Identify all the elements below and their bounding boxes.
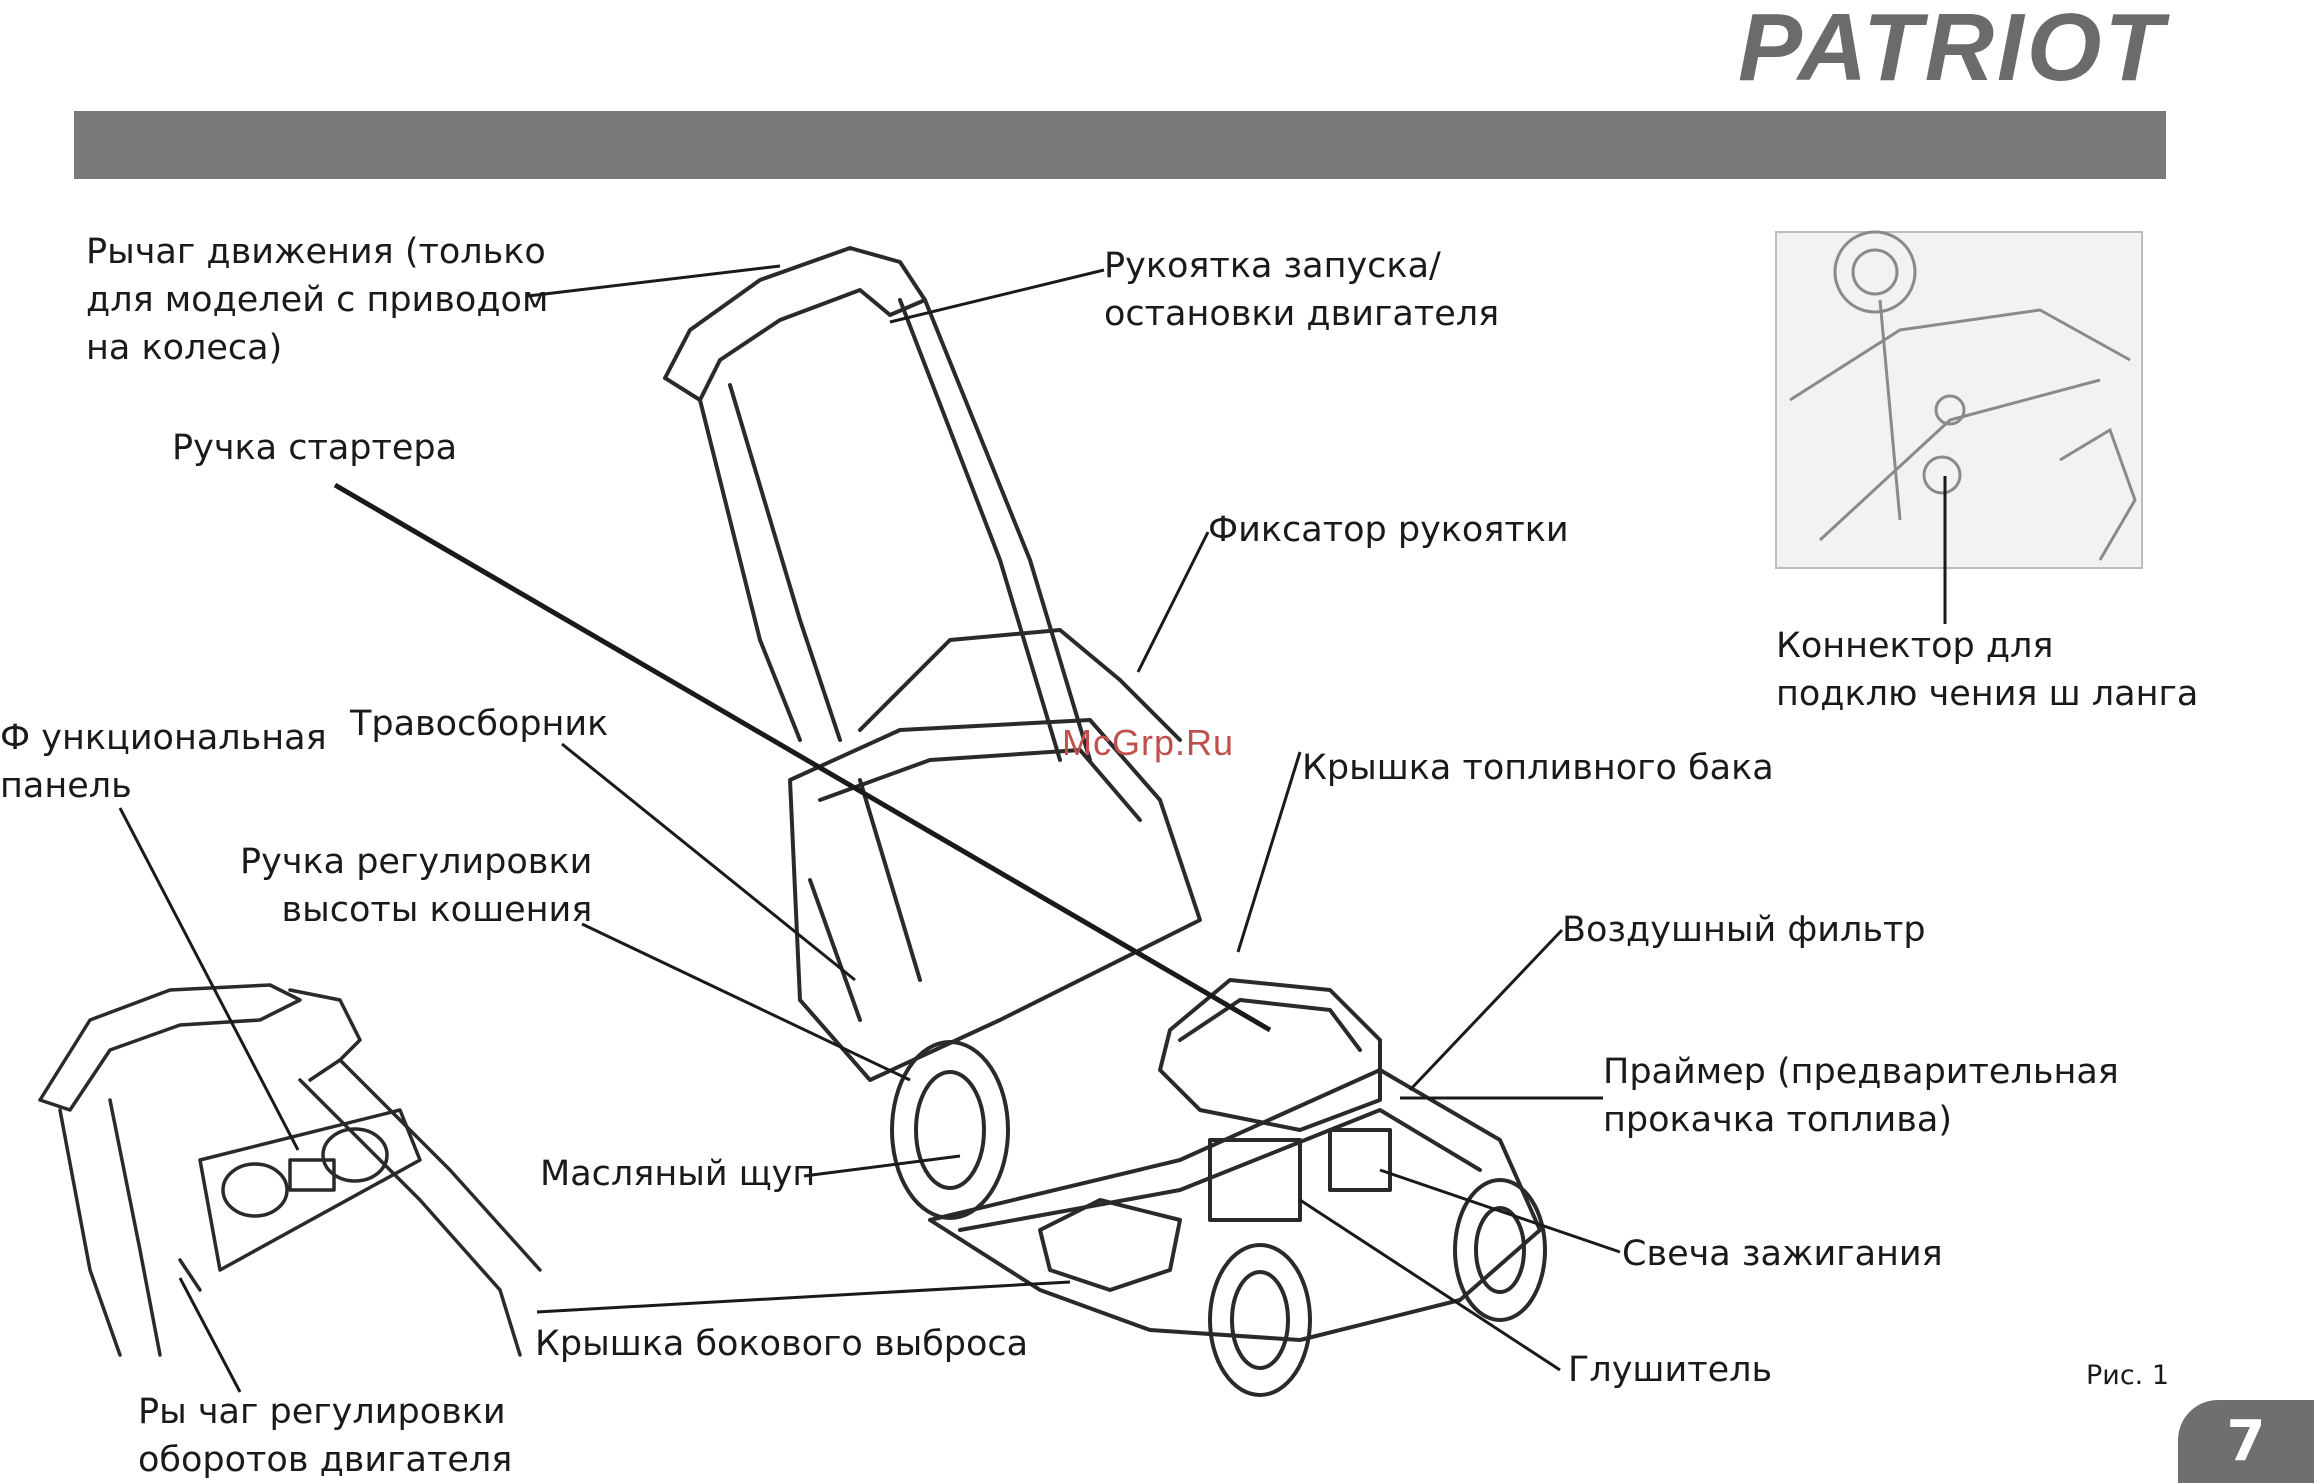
label-drive-lever: Рычаг движения (только для моделей с при… <box>86 232 549 368</box>
label-handle-lock: Фиксатор рукоятки <box>1208 510 1569 550</box>
label-grass-catcher: Травосборник <box>350 704 609 744</box>
label-spark-plug: Свеча зажигания <box>1622 1234 1943 1274</box>
label-connector: Коннектор для подклю чения ш ланга <box>1776 626 2199 714</box>
label-side-discharge: Крышка бокового выброса <box>535 1324 1029 1364</box>
watermark: McGrp.Ru <box>1062 722 1235 763</box>
label-air-filter: Воздушный фильтр <box>1562 910 1926 950</box>
label-primer: Праймер (предварительная прокачка топлив… <box>1603 1052 2119 1140</box>
patriot-logo: PATRIOT <box>1737 0 2166 101</box>
label-throttle-lever: Ры чаг регулировки оборотов двигателя <box>138 1392 513 1480</box>
label-fuel-cap: Крышка топливного бака <box>1302 748 1774 788</box>
label-function-panel: Ф ункциональная панель <box>0 718 327 806</box>
label-height-knob: Ручка регулировки высоты кошения <box>240 842 593 930</box>
label-engine-handle: Рукоятка запуска/ остановки двигателя <box>1104 246 1500 334</box>
label-muffler: Глушитель <box>1568 1350 1773 1390</box>
header-band <box>74 111 2166 179</box>
page-number: 7 <box>2178 1400 2314 1483</box>
label-starter-handle: Ручка стартера <box>172 428 458 468</box>
figure-caption: Рис. 1 <box>2086 1360 2170 1391</box>
label-dipstick: Масляный щуп <box>540 1154 816 1194</box>
